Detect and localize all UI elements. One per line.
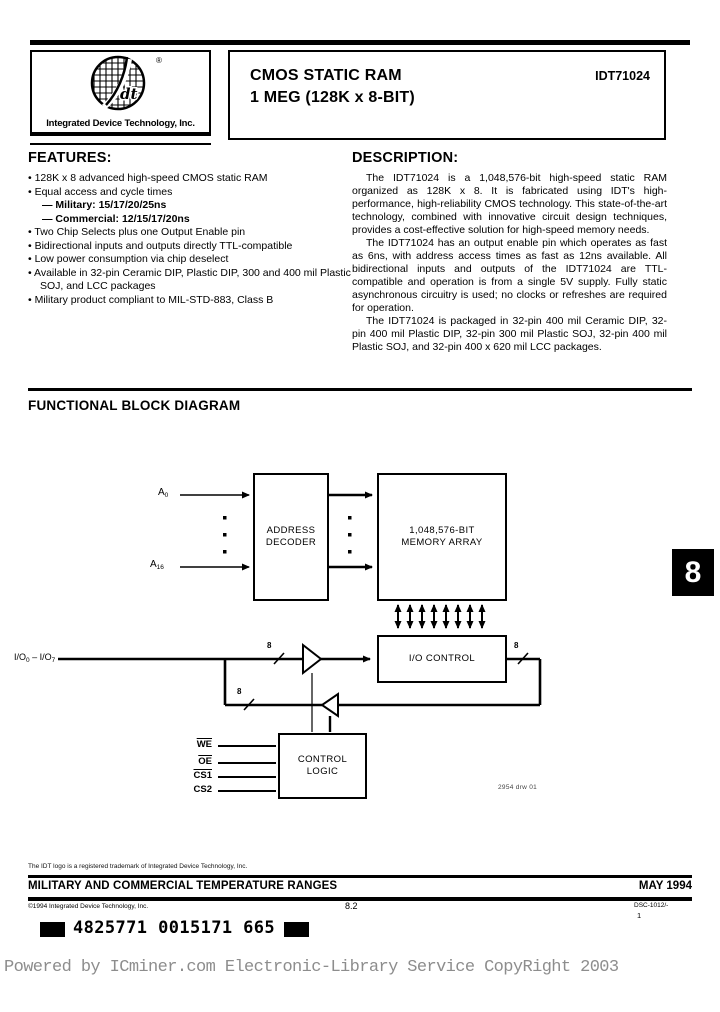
control-logic-label: LOGIC	[306, 766, 339, 777]
bus-width-label: 8	[237, 687, 242, 696]
copyright-note: ©1994 Integrated Device Technology, Inc.	[28, 903, 149, 910]
top-rule	[30, 40, 690, 45]
feature-subitem: — Commercial: 12/15/17/20ns	[42, 212, 190, 225]
date-label: MAY 1994	[638, 880, 692, 892]
description-heading: DESCRIPTION:	[352, 150, 459, 166]
logo-double-rule	[30, 134, 211, 145]
feature-item: Equal access and cycle times	[28, 186, 352, 200]
watermark: Powered by ICminer.com Electronic-Librar…	[4, 958, 619, 977]
feature-item: 128K x 8 advanced high-speed CMOS static…	[28, 172, 352, 186]
barcode-digits: 4825771 0015171 665	[73, 918, 276, 938]
control-logic-box: CONTROL LOGIC	[278, 733, 367, 799]
footer-rule-bottom	[28, 897, 692, 901]
logo-company-name: Integrated Device Technology, Inc.	[46, 118, 195, 129]
memory-array-label: 1,048,576-BIT	[409, 525, 475, 536]
feature-subitem: — Military: 15/17/20/25ns	[42, 199, 167, 211]
a16-label: A16	[150, 559, 164, 571]
description-paragraph: The IDT71024 is packaged in 32-pin 400 m…	[352, 315, 667, 353]
description-paragraph: The IDT71024 is a 1,048,576-bit high-spe…	[352, 172, 667, 236]
footer-title-row: MILITARY AND COMMERCIAL TEMPERATURE RANG…	[28, 880, 692, 892]
footer-rule-top	[28, 875, 692, 878]
registered-mark: ®	[156, 56, 162, 65]
a0-label: A0	[158, 487, 169, 499]
address-decoder-label: ADDRESS	[266, 525, 316, 536]
description-paragraph: The IDT71024 has an output enable pin wh…	[352, 237, 667, 314]
section-rule	[28, 388, 692, 391]
description-section: DESCRIPTION: The IDT71024 is a 1,048,576…	[352, 150, 667, 354]
diagram-connectors	[58, 491, 542, 792]
feature-item: Available in 32-pin Ceramic DIP, Plastic…	[28, 267, 352, 294]
control-logic-label: CONTROL	[297, 754, 348, 765]
section-tab: 8	[672, 549, 714, 596]
drawing-ref: 2954 drw 01	[498, 784, 538, 791]
doc-code: DSC-1012/-	[634, 902, 669, 909]
barcode-block-left	[40, 922, 65, 937]
doc-title-line1: CMOS STATIC RAM	[250, 67, 402, 84]
io-range-label: I/O0 – I/O7	[14, 652, 56, 664]
bus-width-label: 8	[514, 641, 519, 650]
memory-array-label: MEMORY ARRAY	[401, 537, 483, 548]
io-control-box: I/O CONTROL	[377, 635, 507, 683]
feature-item: Bidirectional inputs and outputs directl…	[28, 240, 352, 254]
barcode-block-right	[284, 922, 309, 937]
doc-page: 1	[637, 911, 642, 920]
feature-item: Military product compliant to MIL-STD-88…	[28, 294, 352, 308]
svg-text:dt: dt	[120, 85, 137, 103]
address-decoder-box: ADDRESS DECODER	[253, 473, 329, 601]
doc-title-line2: 1 MEG (128K x 8-BIT)	[250, 89, 415, 106]
we-input-label: WE	[196, 739, 212, 750]
bus-width-label: 8	[267, 641, 272, 650]
feature-item: Two Chip Selects plus one Output Enable …	[28, 226, 352, 240]
io-control-label: I/O CONTROL	[408, 653, 476, 664]
temp-range-title: MILITARY AND COMMERCIAL TEMPERATURE RANG…	[28, 880, 338, 892]
features-section: FEATURES: 128K x 8 advanced high-speed C…	[28, 150, 352, 307]
trademark-note: The IDT logo is a registered trademark o…	[28, 863, 248, 870]
page-number: 8.2	[345, 901, 358, 911]
features-heading: FEATURES:	[28, 150, 112, 166]
logo-box: dt ® Integrated Device Technology, Inc.	[30, 50, 211, 134]
cs2-input-label: CS2	[193, 784, 212, 795]
block-diagram-heading: FUNCTIONAL BLOCK DIAGRAM	[28, 398, 241, 413]
functional-block-diagram: ADDRESS DECODER 1,048,576-BIT MEMORY ARR…	[0, 440, 720, 840]
address-decoder-label: DECODER	[265, 537, 317, 548]
title-box: CMOS STATIC RAM 1 MEG (128K x 8-BIT) IDT…	[228, 50, 666, 140]
cs1-input-label: CS1	[193, 770, 212, 781]
idt-globe-icon: dt	[90, 55, 146, 111]
feature-item: Low power consumption via chip deselect	[28, 253, 352, 267]
memory-array-box: 1,048,576-BIT MEMORY ARRAY	[377, 473, 507, 601]
oe-input-label: OE	[198, 756, 212, 767]
part-number: IDT71024	[595, 69, 650, 83]
